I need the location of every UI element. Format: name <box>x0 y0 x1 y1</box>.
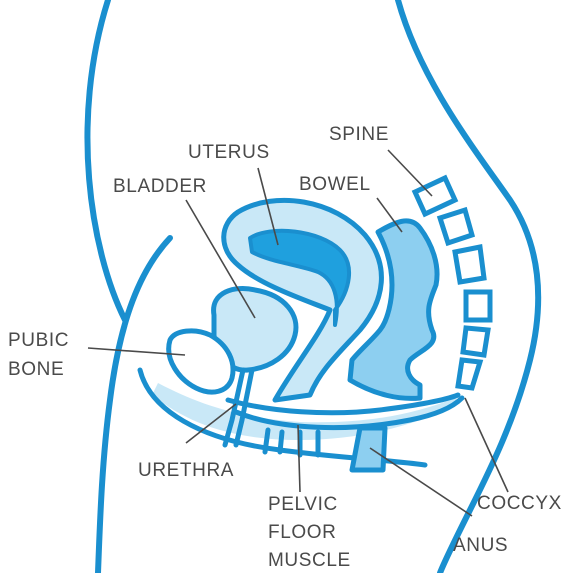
label-bladder: BLADDER <box>113 172 207 201</box>
label-spine: SPINE <box>329 120 389 149</box>
muscle-striation <box>265 430 268 452</box>
vertebra <box>455 247 484 282</box>
vertebra <box>463 328 488 355</box>
vertebra <box>458 360 480 388</box>
label-pelvic-floor-line2: FLOOR <box>268 518 336 547</box>
label-coccyx: COCCYX <box>477 489 562 518</box>
label-pubic-bone-line1: PUBIC <box>8 326 69 355</box>
label-urethra: URETHRA <box>138 456 234 485</box>
vertebra <box>440 210 472 243</box>
label-pelvic-floor-line1: PELVIC <box>268 490 338 519</box>
label-pubic-bone-line2: BONE <box>8 355 64 384</box>
label-bowel: BOWEL <box>299 170 371 199</box>
leader-spine <box>388 150 432 196</box>
anus <box>352 428 385 470</box>
vertebra <box>466 292 490 320</box>
label-anus: ANUS <box>453 531 508 560</box>
muscle-striation <box>280 432 282 452</box>
abdomen-outline <box>87 0 125 320</box>
label-uterus: UTERUS <box>188 138 270 167</box>
label-pelvic-floor-line3: MUSCLE <box>268 546 351 575</box>
leader-anus <box>370 448 472 516</box>
